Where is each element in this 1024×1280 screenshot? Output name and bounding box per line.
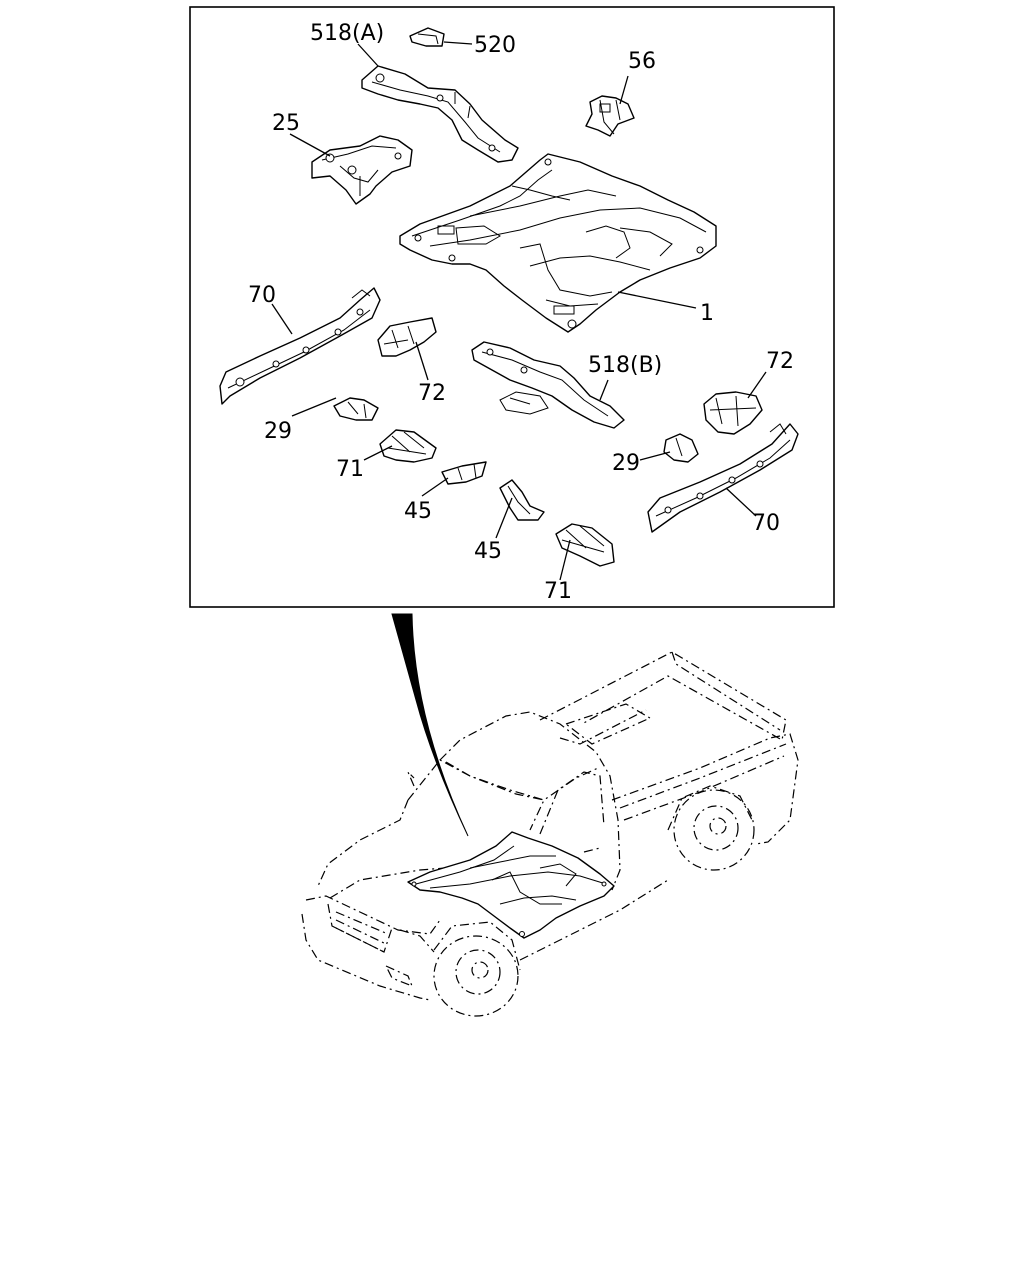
callout-70-left: 70 xyxy=(248,283,276,308)
part-71-left-bracket xyxy=(379,429,437,463)
part-45-lower-bracket xyxy=(499,479,545,521)
callout-25: 25 xyxy=(272,111,300,136)
floor-panel-in-truck xyxy=(407,831,615,939)
part-56-bracket xyxy=(585,95,635,137)
callout-45-upper: 45 xyxy=(404,499,432,524)
callout-71-lower: 71 xyxy=(544,579,572,604)
part-25-bracket xyxy=(311,135,413,205)
callout-45-lower: 45 xyxy=(474,539,502,564)
part-29-left-bracket xyxy=(333,397,379,421)
part-70-left-sill xyxy=(219,287,381,405)
part-29-right-bracket xyxy=(663,433,699,463)
leader-lines xyxy=(271,41,767,581)
part-70-right-sill xyxy=(647,423,799,533)
callout-29-left: 29 xyxy=(264,419,292,444)
callout-518b: 518(B) xyxy=(588,353,662,378)
part-518a-crossmember xyxy=(361,65,519,163)
callout-labels: 518(A) 520 56 25 1 70 72 518(B) 72 29 29… xyxy=(248,21,794,604)
part-518b-crossmember xyxy=(471,341,625,429)
callout-70-right: 70 xyxy=(752,511,780,536)
part-72-right-bracket xyxy=(703,391,763,435)
callout-520: 520 xyxy=(474,33,516,58)
pointer-swoosh xyxy=(391,613,469,837)
part-45-upper-bracket xyxy=(441,461,487,485)
exploded-view-frame xyxy=(189,6,835,608)
callout-518a: 518(A) xyxy=(310,21,384,46)
pickup-truck-illustration xyxy=(301,651,799,1017)
callout-71-left: 71 xyxy=(336,457,364,482)
callout-56: 56 xyxy=(628,49,656,74)
part-72-left-bracket xyxy=(377,317,437,357)
callout-72-right: 72 xyxy=(766,349,794,374)
part-1-floor-panel xyxy=(399,153,717,333)
callout-1: 1 xyxy=(700,301,714,326)
callout-72-left: 72 xyxy=(418,381,446,406)
callout-29-right: 29 xyxy=(612,451,640,476)
part-520-bracket xyxy=(409,27,445,47)
